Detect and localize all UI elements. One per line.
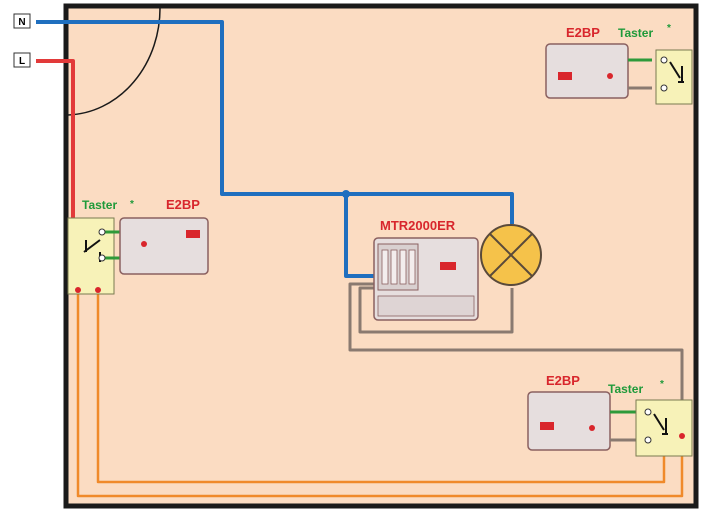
push-button-plate (67, 217, 115, 295)
push-button-icon (653, 413, 668, 435)
switch-left-button-label: Taster (82, 198, 117, 212)
push-button-plate (635, 399, 693, 457)
neutral-wire (36, 20, 514, 224)
feed-wire (348, 282, 684, 434)
switch-left-module-label: E2BP (166, 197, 200, 212)
neutral-junction (342, 190, 350, 198)
transmitter-module (527, 391, 611, 451)
switch-unit-top-right: E2BP Taster * (545, 23, 693, 105)
lamp-wire (358, 286, 514, 334)
actor-label: MTR2000ER (380, 218, 456, 233)
switch-left-mark: * (130, 199, 134, 210)
transmitter-module (119, 217, 209, 275)
transmitter-module (545, 43, 629, 99)
switch-unit-left: Taster * E2BP (67, 197, 209, 295)
terminal-l-label: L (19, 56, 25, 67)
door-swing-icon (67, 5, 161, 116)
switch-top-module-label: E2BP (566, 25, 600, 40)
switch-bottom-module-label: E2BP (546, 373, 580, 388)
lamp-icon (480, 224, 542, 286)
terminal-n: N (13, 13, 31, 29)
switch-unit-bottom-right: E2BP Taster * (527, 373, 693, 457)
push-button-icon (669, 61, 684, 83)
switch-top-button-label: Taster (618, 26, 653, 40)
switch-top-mark: * (667, 23, 671, 34)
terminal-l: L (13, 52, 31, 68)
switched-wire-2 (96, 290, 666, 484)
switch-bottom-mark: * (660, 379, 664, 390)
terminal-n-label: N (18, 17, 25, 28)
actor-module: MTR2000ER (373, 218, 479, 321)
switch-bottom-button-label: Taster (608, 382, 643, 396)
neutral-wire-branch (344, 194, 382, 278)
switched-wire-1 (76, 290, 684, 498)
